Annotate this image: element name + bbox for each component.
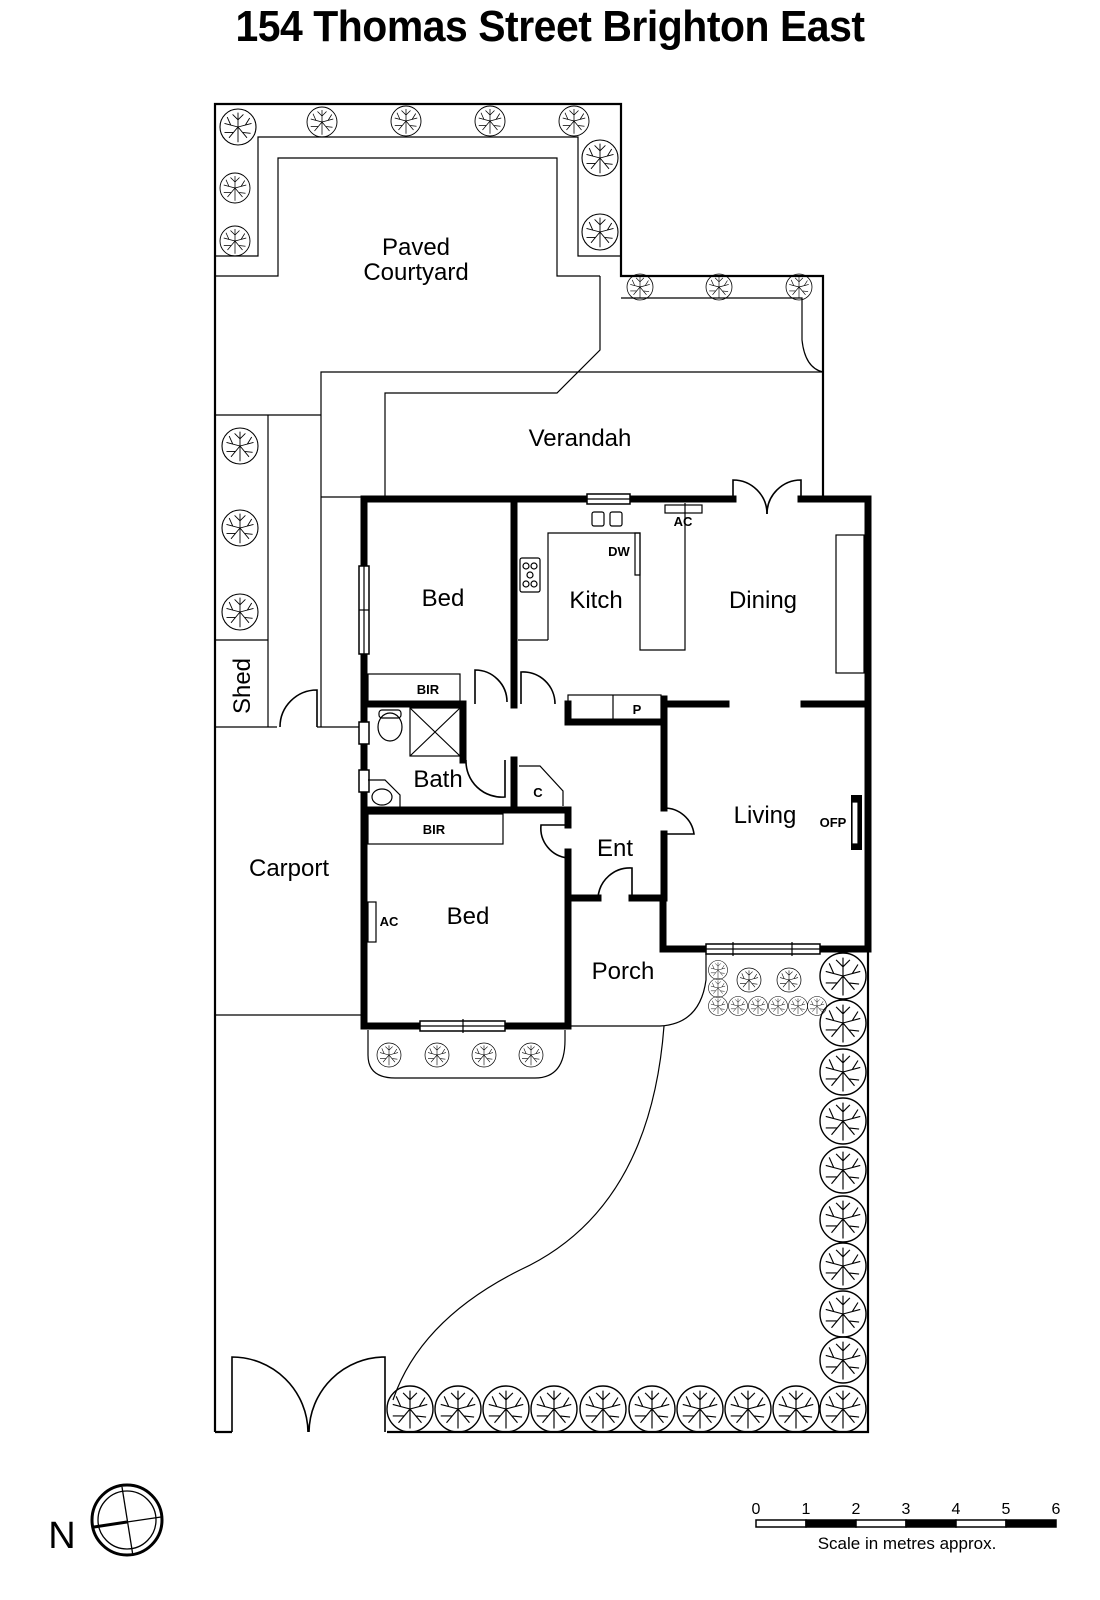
label-ac-kitchen: AC bbox=[674, 514, 693, 529]
room-label-dining: Dining bbox=[729, 587, 797, 614]
scale-tick-0: 0 bbox=[752, 1501, 761, 1518]
north-arrow-icon bbox=[90, 1483, 164, 1557]
scale-tick-4: 4 bbox=[952, 1501, 961, 1518]
scale-tick-3: 3 bbox=[902, 1501, 911, 1518]
scale-tick-1: 1 bbox=[802, 1501, 811, 1518]
room-label-porch: Porch bbox=[592, 958, 655, 985]
room-label-kitchen: Kitch bbox=[569, 587, 622, 614]
room-label-bath: Bath bbox=[413, 766, 462, 793]
scale-tick-5: 5 bbox=[1002, 1501, 1011, 1518]
doors bbox=[231, 479, 802, 1433]
scale-caption: Scale in metres approx. bbox=[818, 1534, 997, 1553]
site-boundary bbox=[213, 102, 870, 1434]
label-bir-1: BIR bbox=[417, 682, 440, 697]
room-label-courtyard: Courtyard bbox=[363, 259, 468, 286]
room-label-verandah: Verandah bbox=[529, 425, 632, 452]
room-label-entry: Ent bbox=[597, 835, 633, 862]
scale-tick-6: 6 bbox=[1052, 1501, 1061, 1518]
label-cupboard: C bbox=[533, 785, 543, 800]
room-label-carport: Carport bbox=[249, 855, 329, 882]
shed-door bbox=[279, 689, 318, 728]
label-open-fireplace: OFP bbox=[820, 815, 847, 830]
scale-bar bbox=[755, 1519, 1057, 1528]
label-ac-bed: AC bbox=[380, 914, 399, 929]
page-title: 154 Thomas Street Brighton East bbox=[235, 2, 865, 51]
room-label-living: Living bbox=[734, 802, 797, 829]
room-label-bed-1: Bed bbox=[422, 585, 465, 612]
fixtures bbox=[367, 503, 865, 943]
room-label-paved: Paved bbox=[382, 234, 450, 261]
windows bbox=[358, 493, 821, 1033]
courtyard-garden-bed bbox=[215, 136, 824, 728]
room-label-bed-2: Bed bbox=[447, 903, 490, 930]
label-bir-2: BIR bbox=[423, 822, 446, 837]
scale-tick-2: 2 bbox=[852, 1501, 861, 1518]
label-dishwasher: DW bbox=[608, 544, 630, 559]
compass-label: N bbox=[48, 1515, 75, 1557]
label-pantry: P bbox=[633, 702, 642, 717]
front-garden bbox=[215, 954, 707, 1401]
room-label-shed: Shed bbox=[229, 658, 256, 714]
